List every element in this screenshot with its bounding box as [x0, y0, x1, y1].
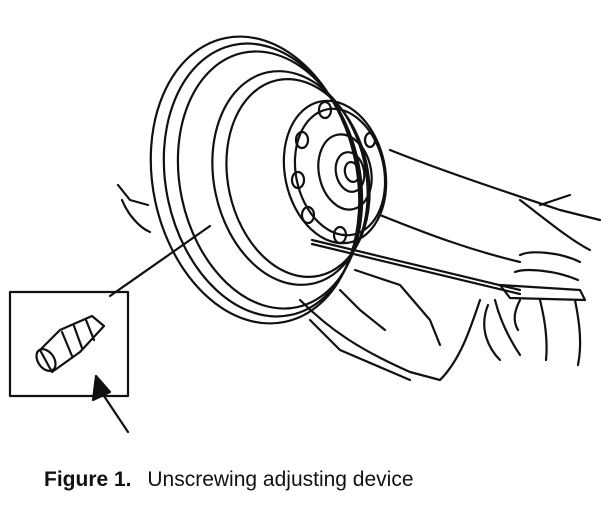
leader-line [108, 224, 212, 298]
hand [483, 193, 592, 367]
screwdriver [310, 238, 587, 302]
suspension-arm [116, 148, 602, 382]
figure-caption: Figure 1. Unscrewing adjusting device [44, 468, 414, 492]
wheel-hub [282, 99, 388, 245]
figure-number: Figure 1. [44, 468, 132, 491]
pointer-arrow [91, 374, 130, 434]
wheel-bolt-holes [290, 100, 377, 245]
brake-drum [149, 35, 371, 325]
adjuster-inset [8, 290, 130, 398]
figure-caption-text: Unscrewing adjusting device [147, 468, 414, 491]
adjusting-device [35, 314, 106, 374]
